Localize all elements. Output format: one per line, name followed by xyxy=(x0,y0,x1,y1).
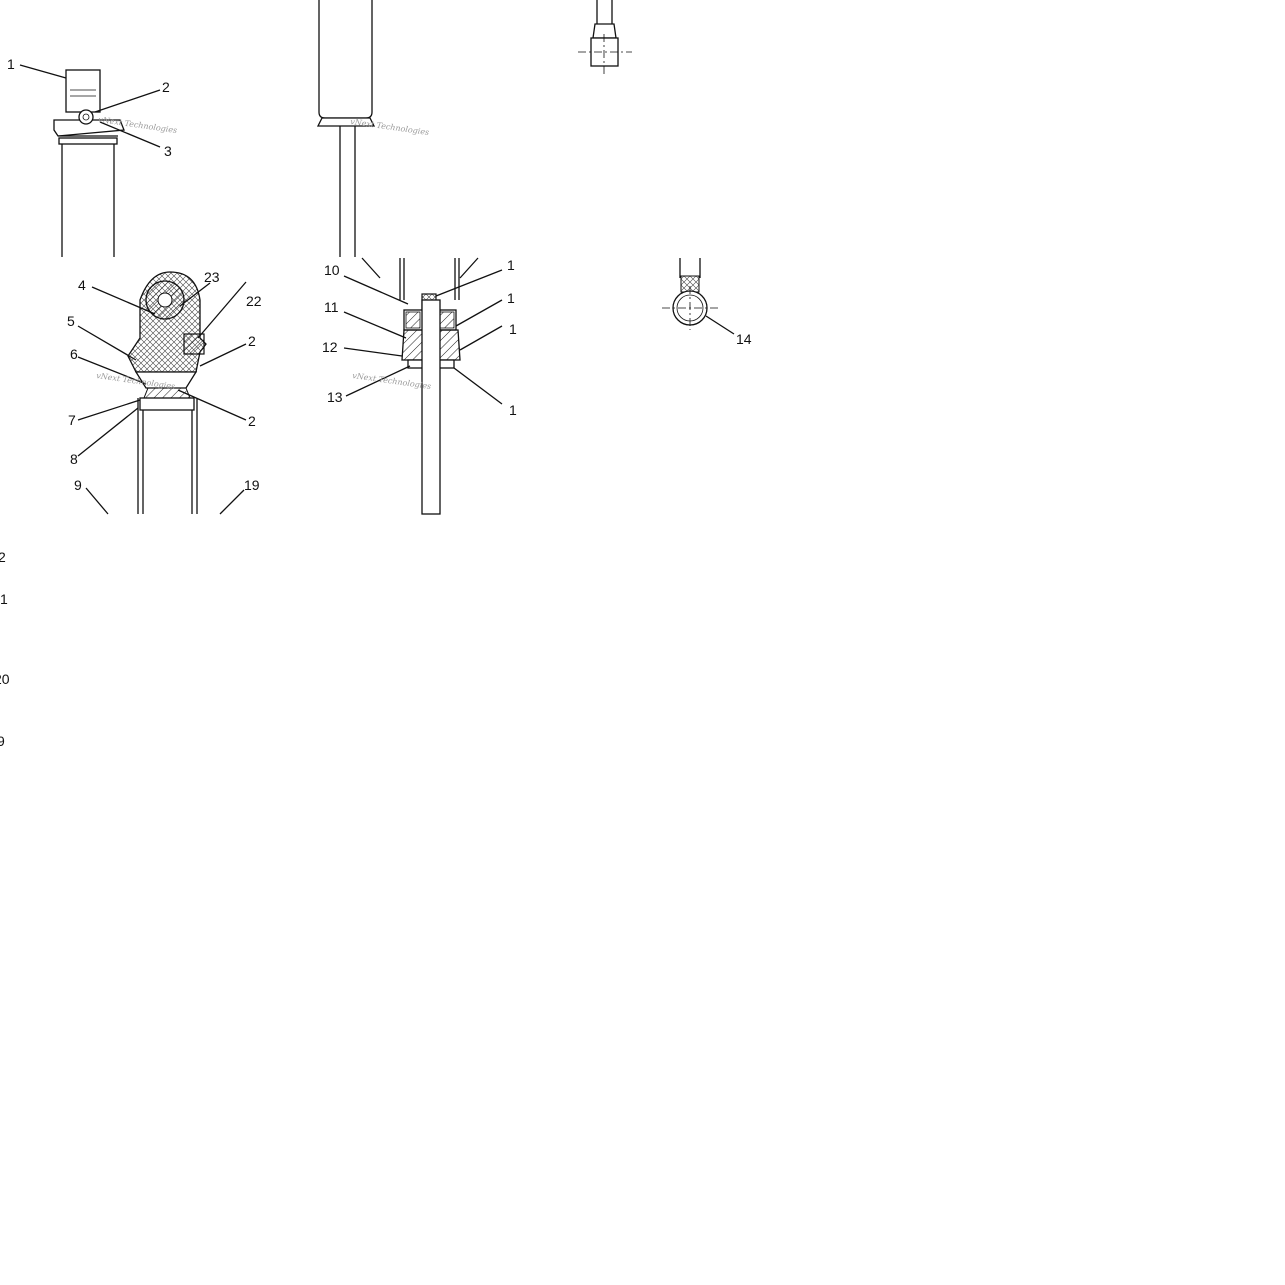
callout-2-partial-b: 2 xyxy=(248,413,256,429)
shock-body-upper-view xyxy=(316,0,376,257)
callout-11: 11 xyxy=(324,299,339,315)
callout-9: 9 xyxy=(74,477,82,493)
shock-top-cap-view xyxy=(19,64,161,257)
callout-left-1: 1 xyxy=(0,591,8,607)
callout-22-partial: 22 xyxy=(246,293,262,309)
watermark-a: vNext Technologies xyxy=(98,115,178,135)
callout-13: 13 xyxy=(327,389,343,405)
callout-4: 4 xyxy=(78,277,86,293)
eyelet-end-view xyxy=(662,258,735,335)
callout-7: 7 xyxy=(68,412,76,428)
callout-12: 12 xyxy=(322,339,338,355)
callout-right-1b: 1 xyxy=(507,290,515,306)
piston-section-view xyxy=(343,257,503,515)
eyelet-fitting-view xyxy=(578,0,632,76)
callout-6: 6 xyxy=(70,346,78,362)
callout-2: 2 xyxy=(162,79,170,95)
callout-3: 3 xyxy=(164,143,172,159)
watermark-b: vNext Technologies xyxy=(350,117,430,137)
callout-19-partial: 19 xyxy=(244,477,260,493)
callout-labels: 1 2 3 4 23 22 5 6 2 7 2 8 9 19 10 11 12 … xyxy=(0,56,752,749)
callout-5: 5 xyxy=(67,313,75,329)
callout-14: 14 xyxy=(736,331,752,347)
callout-10: 10 xyxy=(324,262,340,278)
callout-8: 8 xyxy=(70,451,78,467)
callout-left-20: 20 xyxy=(0,671,10,687)
callout-2-partial-a: 2 xyxy=(248,333,256,349)
callout-right-1c: 1 xyxy=(509,321,517,337)
callout-23: 23 xyxy=(204,269,220,285)
callout-right-1a: 1 xyxy=(507,257,515,273)
callout-1: 1 xyxy=(7,56,15,72)
callout-right-1d: 1 xyxy=(509,402,517,418)
reservoir-section-view xyxy=(77,271,247,515)
callout-left-2: 2 xyxy=(0,549,6,565)
callout-left-9: 9 xyxy=(0,733,5,749)
